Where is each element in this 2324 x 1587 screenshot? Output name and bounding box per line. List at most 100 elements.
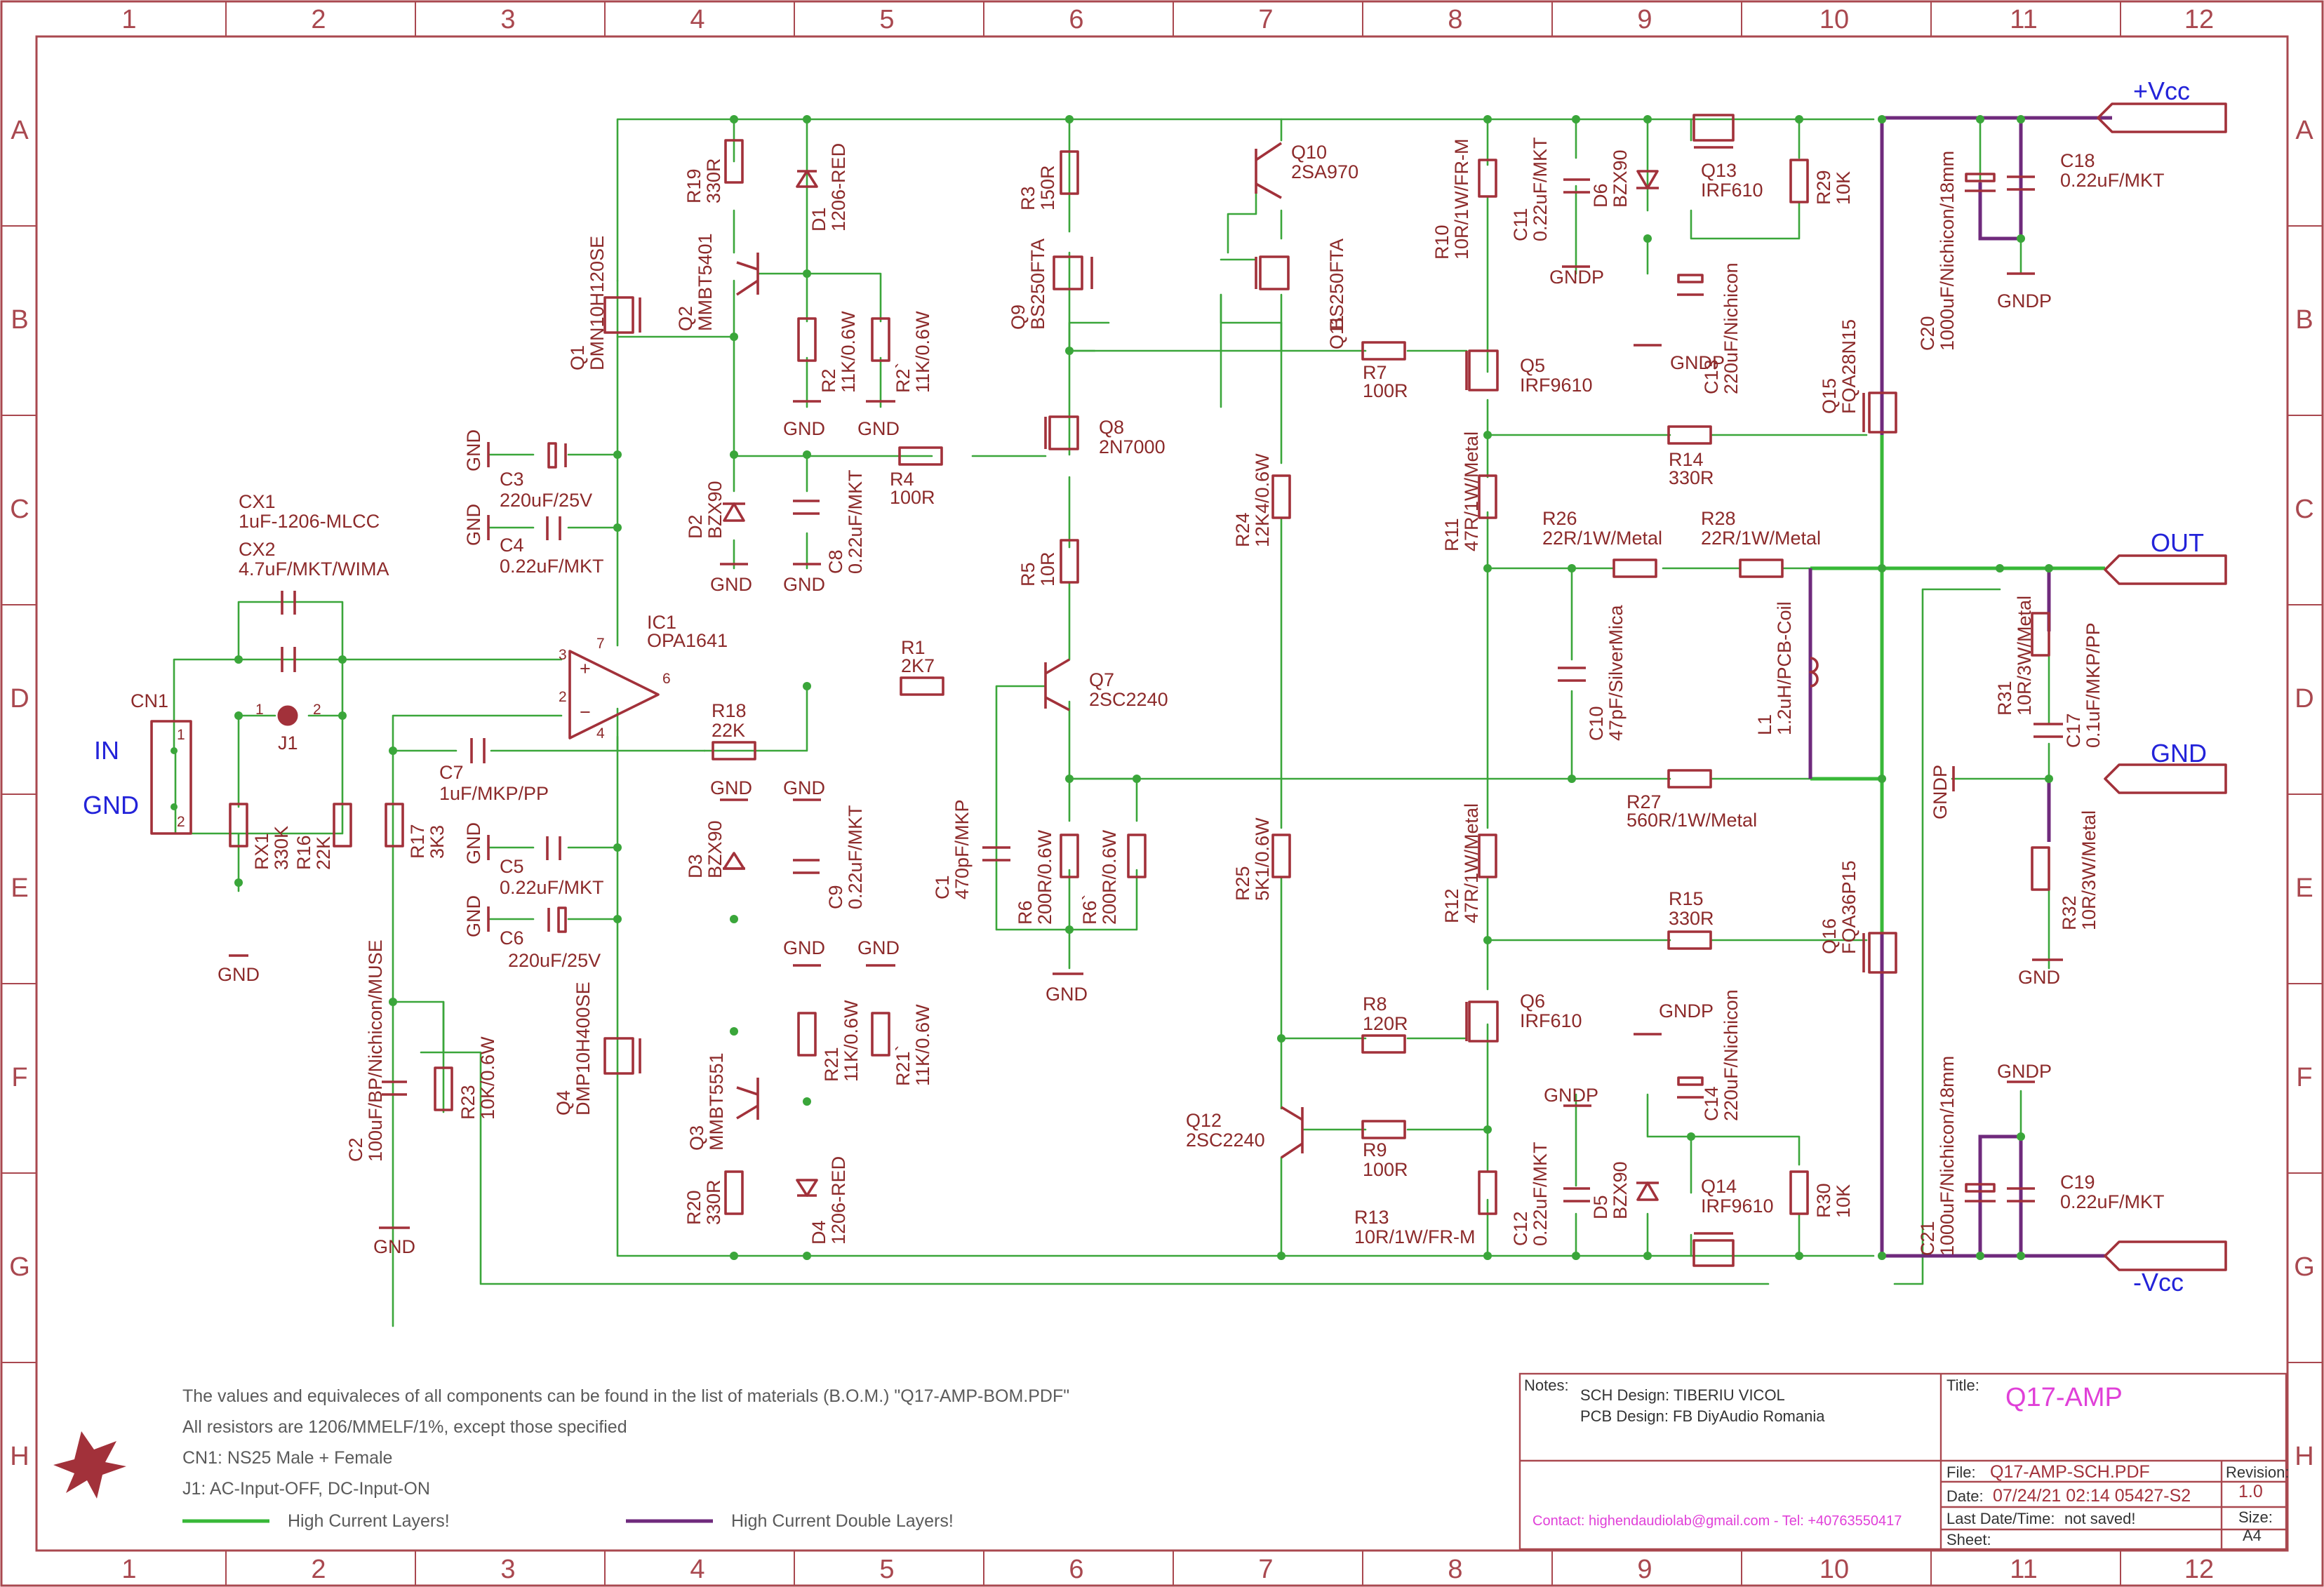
- c9-label: C90.22uF/MKT: [825, 805, 866, 909]
- r6-resistor: [1060, 833, 1079, 878]
- gnd-label: GND: [373, 1236, 415, 1257]
- row-label: C: [2295, 495, 2313, 524]
- svg-text:D3: D3: [685, 854, 706, 878]
- r24-resistor: [1271, 474, 1291, 519]
- svg-text:0.1uF/MKP/PP: 0.1uF/MKP/PP: [2083, 622, 2104, 748]
- svg-text:C2: C2: [345, 1137, 366, 1162]
- ground-symbols: GND GND GND GND GND GND GND GND GND GND …: [218, 265, 2063, 1257]
- gnd-label: GND: [783, 937, 825, 958]
- junction-dots: [171, 115, 2053, 1260]
- q6-ref: Q6: [1520, 991, 1545, 1012]
- svg-text:R32: R32: [2059, 895, 2080, 930]
- j1-ref: J1: [278, 732, 298, 754]
- note-line: CN1: NS25 Male + Female: [182, 1448, 392, 1468]
- q11-mosfet: [1255, 255, 1290, 290]
- in-label: IN: [94, 736, 119, 765]
- svg-text:Q15: Q15: [1819, 378, 1840, 414]
- svg-text:10R/1W/FR-M: 10R/1W/FR-M: [1451, 138, 1472, 260]
- svg-text:C10: C10: [1586, 706, 1607, 741]
- c19-value: 0.22uF/MKT: [2060, 1191, 2165, 1212]
- notes-label: Notes:: [1524, 1377, 1569, 1394]
- q14-ref: Q14: [1701, 1176, 1737, 1197]
- last-value: not saved!: [2064, 1510, 2136, 1527]
- svg-text:1000uF/Nichicon/18mm: 1000uF/Nichicon/18mm: [1937, 151, 1958, 351]
- r8-resistor: [1361, 1034, 1406, 1054]
- svg-text:BZX90: BZX90: [704, 820, 726, 878]
- svg-text:10K: 10K: [1833, 1184, 1854, 1218]
- r7-resistor: [1361, 341, 1406, 361]
- revision-label: Revision:: [2226, 1464, 2289, 1481]
- r1-resistor: [900, 676, 944, 696]
- col-label: 11: [2010, 5, 2037, 34]
- q7-transistor: [1044, 658, 1070, 711]
- c12-capacitor: [1563, 1187, 1590, 1203]
- revision-value: 1.0: [2238, 1482, 2263, 1501]
- r26-value: 22R/1W/Metal: [1542, 528, 1662, 549]
- row-label: H: [10, 1442, 29, 1471]
- svg-text:R12: R12: [1441, 888, 1462, 923]
- svg-text:0.22uF/MKT: 0.22uF/MKT: [845, 805, 866, 909]
- gnd-label: GND: [2018, 967, 2060, 988]
- c3-capacitor: [547, 442, 567, 469]
- title-block: Notes: SCH Design: TIBERIU VICOL PCB Des…: [1518, 1372, 2289, 1551]
- svg-text:330K: 330K: [271, 826, 292, 870]
- gnd-label: GND: [463, 504, 484, 546]
- pin-label: 3: [559, 647, 567, 663]
- col-label: 9: [1637, 1555, 1652, 1584]
- c8-label: C80.22uF/MKT: [825, 469, 866, 574]
- contact-line: Contact: highendaudiolab@gmail.com - Tel…: [1532, 1513, 1902, 1529]
- r6b-resistor: [1127, 833, 1147, 878]
- r1-value: 2K7: [901, 655, 935, 676]
- svg-text:150R: 150R: [1037, 165, 1058, 210]
- c11-capacitor: [1563, 178, 1590, 194]
- c14-capacitor: [1677, 1076, 1704, 1099]
- svg-text:Q3: Q3: [686, 1125, 707, 1151]
- r31-resistor: [2031, 612, 2050, 657]
- drawing-title: Q17-AMP: [2005, 1383, 2123, 1412]
- q5-ref: Q5: [1520, 355, 1545, 376]
- r13-resistor: [1478, 1170, 1497, 1215]
- q2-transistor: [736, 253, 759, 296]
- c4-capacitor: [546, 516, 561, 540]
- last-label: Last Date/Time:: [1946, 1510, 2055, 1527]
- r7-ref: R7: [1363, 362, 1387, 383]
- q3-transistor: [736, 1078, 759, 1120]
- c18-ref: C18: [2060, 150, 2095, 171]
- q8-ref: Q8: [1099, 417, 1124, 438]
- gnd-label: GND: [857, 418, 900, 439]
- svg-text:R23: R23: [458, 1085, 479, 1120]
- gnd-port: [2104, 763, 2227, 794]
- r19-resistor: [724, 139, 744, 184]
- svg-text:470pF/MKP: 470pF/MKP: [951, 799, 973, 899]
- note-line: J1: AC-Input-OFF, DC-Input-ON: [182, 1479, 430, 1499]
- vcc-pos-label: +Vcc: [2133, 76, 2190, 105]
- pin-label: 1: [177, 727, 185, 743]
- pin-label: 2: [177, 814, 185, 830]
- svg-text:11K/0.6W: 11K/0.6W: [841, 1000, 862, 1082]
- svg-text:R5: R5: [1017, 562, 1039, 587]
- svg-text:C8: C8: [825, 549, 846, 574]
- row-label: E: [2295, 873, 2313, 903]
- svg-text:C12: C12: [1510, 1211, 1531, 1246]
- svg-text:C1: C1: [932, 875, 953, 899]
- c7-value: 1uF/MKP/PP: [439, 783, 549, 804]
- r27-value: 560R/1W/Metal: [1627, 810, 1757, 831]
- date-label: Date:: [1946, 1487, 1984, 1505]
- svg-text:Q2: Q2: [675, 306, 696, 331]
- col-label: 10: [1819, 5, 1849, 34]
- gndp-label: GNDP: [1549, 267, 1604, 288]
- pin-label: 1: [255, 702, 264, 718]
- r21b-resistor: [871, 1012, 890, 1057]
- file-label: File:: [1946, 1464, 1976, 1481]
- svg-text:5K1/0.6W: 5K1/0.6W: [1252, 817, 1273, 901]
- size-value: A4: [2243, 1527, 2262, 1544]
- svg-text:10R/3W/Metal: 10R/3W/Metal: [2014, 596, 2035, 716]
- q16-mosfet: [1862, 932, 1897, 974]
